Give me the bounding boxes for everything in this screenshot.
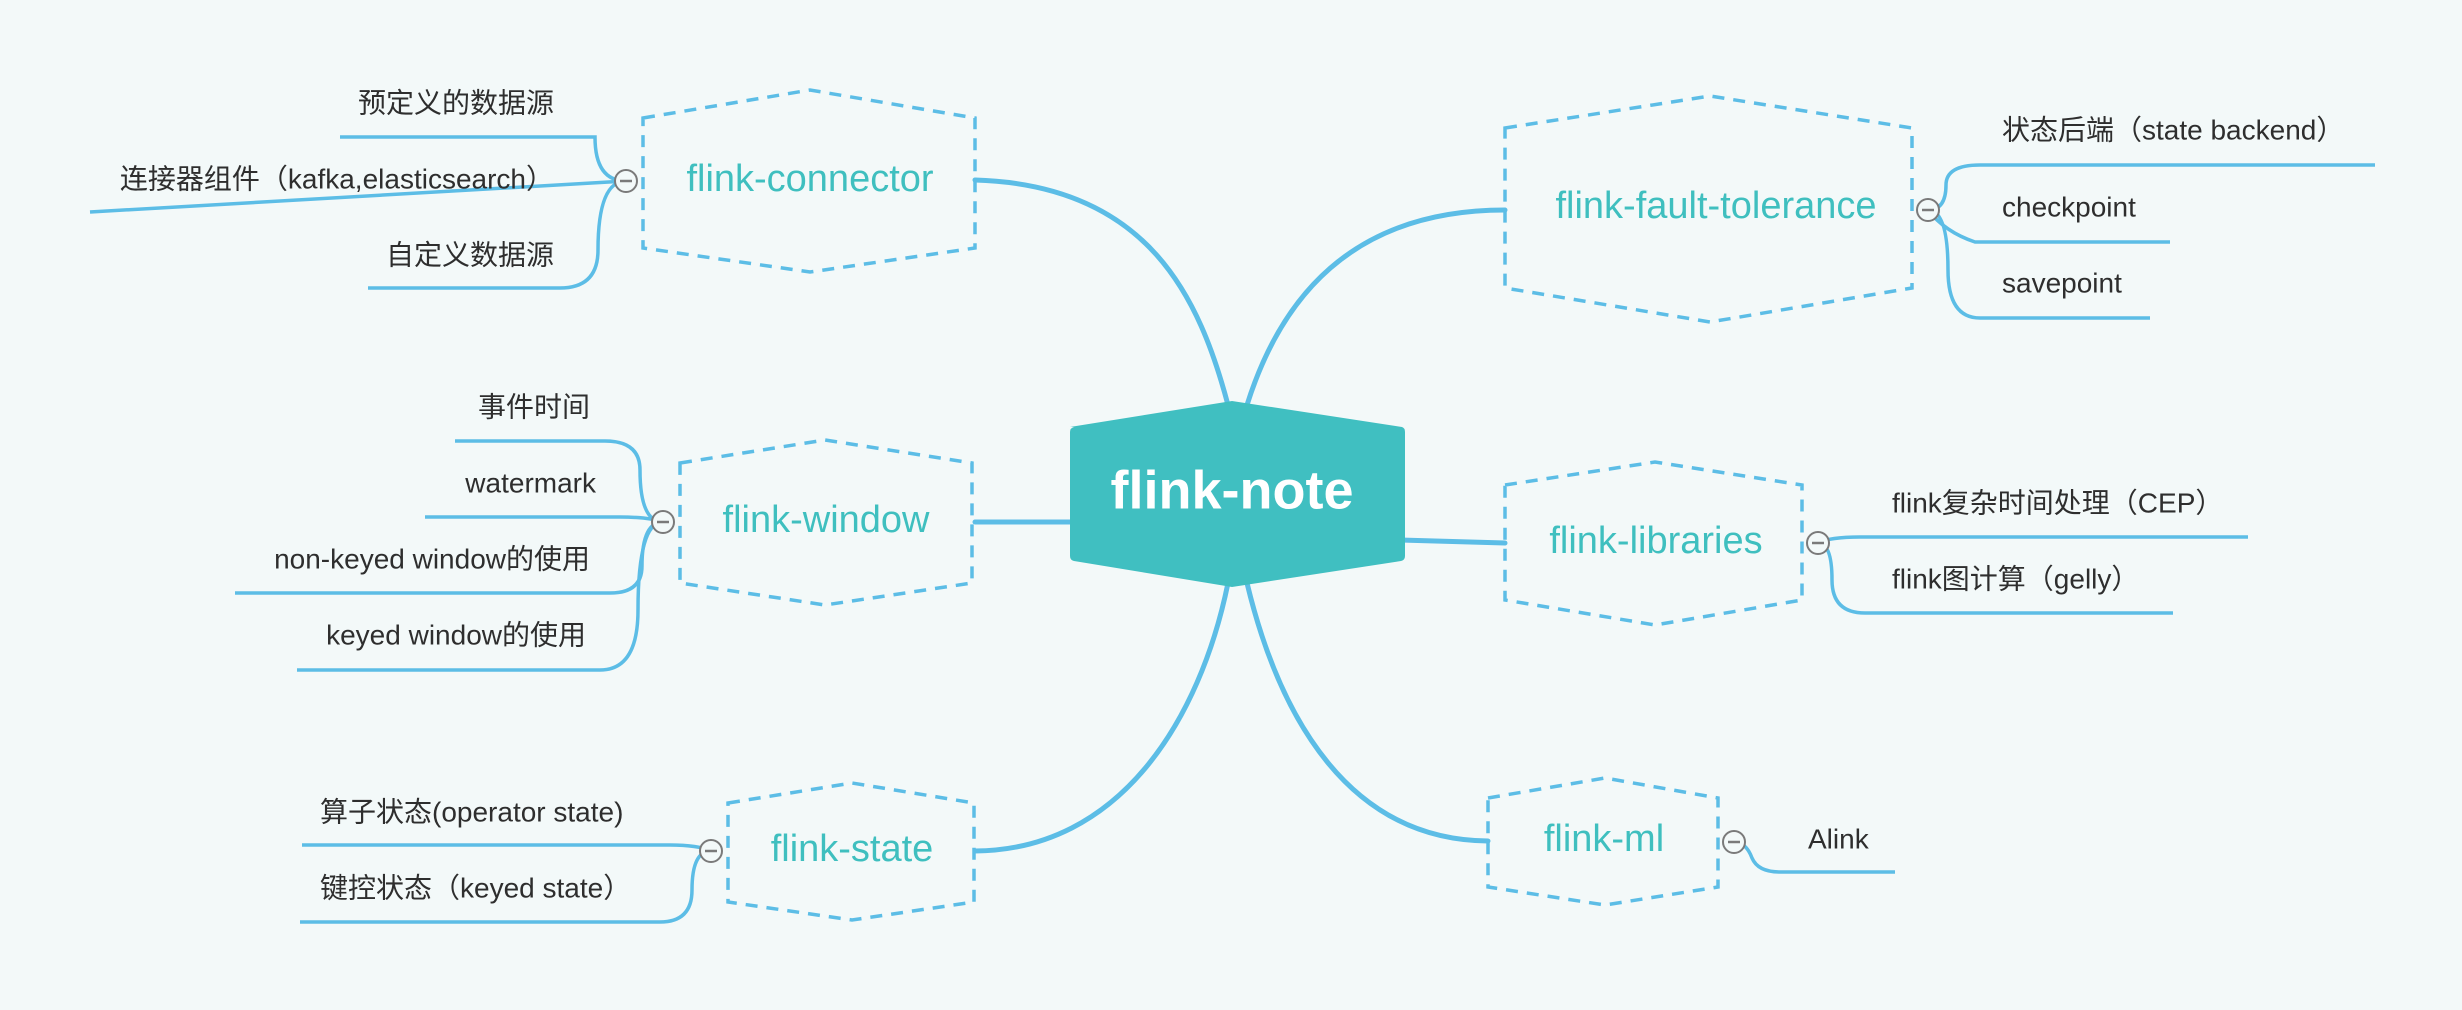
topic-flink-libraries[interactable]: flink-libraries	[1503, 460, 1804, 627]
topic-shape	[1486, 776, 1720, 907]
branch-connector	[972, 177, 1231, 408]
leaf-connector	[368, 179, 627, 290]
leaf-label: watermark	[464, 467, 597, 498]
leaf-label: 状态后端（state backend）	[2002, 114, 2344, 145]
collapse-button[interactable]	[614, 169, 638, 193]
topic-shape	[641, 88, 977, 274]
leaf-label: 预定义的数据源	[358, 87, 554, 118]
topic-label: flink-ml	[1544, 818, 1664, 860]
leaf-label: keyed window的使用	[326, 619, 586, 650]
collapse-button[interactable]	[699, 839, 723, 863]
leaf-connector	[455, 439, 664, 524]
topic-flink-state[interactable]: flink-state	[726, 781, 976, 922]
topic-label: flink-state	[771, 828, 934, 870]
leaves-flink-window: 事件时间 watermark non-keyed window的使用 keyed…	[235, 391, 664, 672]
leaf-connector	[89, 179, 627, 214]
leaves-flink-ml: Alink	[1733, 823, 1895, 874]
leaf-label: Alink	[1808, 823, 1870, 854]
leaf-connector	[425, 515, 664, 524]
leaves-flink-connector: 预定义的数据源 连接器组件（kafka,elasticsearch） 自定义数据…	[89, 87, 627, 290]
collapse-button[interactable]	[1806, 531, 1830, 555]
leaf-connector	[1927, 163, 2375, 212]
collapse-button[interactable]	[1722, 830, 1746, 854]
leaf-label: savepoint	[2002, 267, 2122, 298]
topic-flink-window[interactable]: flink-window	[678, 438, 974, 607]
branch-state	[972, 580, 1231, 854]
leaf-label: flink复杂时间处理（CEP）	[1892, 487, 2223, 518]
leaf-label: 算子状态(operator state)	[320, 796, 623, 827]
leaf-label: 连接器组件（kafka,elasticsearch）	[120, 163, 554, 194]
leaf-connector	[340, 135, 627, 183]
leaf-label: 事件时间	[478, 391, 590, 422]
leaf-label: non-keyed window的使用	[274, 543, 590, 574]
root-node[interactable]: flink-note	[1070, 401, 1405, 587]
leaves-flink-libraries: flink复杂时间处理（CEP） flink图计算（gelly）	[1817, 487, 2248, 615]
topic-flink-connector[interactable]: flink-connector	[641, 88, 977, 274]
leaf-connector	[297, 520, 664, 672]
topic-shape	[1503, 460, 1804, 627]
leaf-connector	[1927, 208, 2150, 320]
topic-flink-fault-tolerance[interactable]: flink-fault-tolerance	[1503, 94, 1914, 324]
main-branches	[972, 177, 1508, 854]
topic-label: flink-connector	[686, 158, 933, 200]
branch-libraries	[1397, 537, 1508, 546]
topic-label: flink-window	[723, 499, 931, 541]
root-label: flink-note	[1111, 460, 1354, 520]
topic-flink-ml[interactable]: flink-ml	[1486, 776, 1720, 907]
topic-shape	[1503, 94, 1914, 324]
branch-fault-tolerance	[1244, 207, 1508, 408]
leaf-label: 键控状态（keyed state）	[320, 872, 631, 903]
leaf-label: 自定义数据源	[386, 239, 554, 270]
root-shape	[1070, 401, 1405, 587]
leaf-connector	[1817, 535, 2248, 545]
branch-ml	[1244, 580, 1491, 844]
collapse-button[interactable]	[1916, 198, 1940, 222]
leaf-label: flink图计算（gelly）	[1892, 563, 2139, 594]
leaf-connector	[302, 843, 712, 853]
collapse-button[interactable]	[651, 510, 675, 534]
topic-label: flink-fault-tolerance	[1555, 185, 1876, 227]
leaves-flink-state: 算子状态(operator state) 键控状态（keyed state）	[300, 796, 712, 924]
topic-shape	[726, 781, 976, 922]
leaf-label: checkpoint	[2002, 191, 2136, 222]
leaves-flink-fault-tolerance: 状态后端（state backend） checkpoint savepoint	[1926, 114, 2375, 320]
topic-label: flink-libraries	[1549, 520, 1762, 562]
